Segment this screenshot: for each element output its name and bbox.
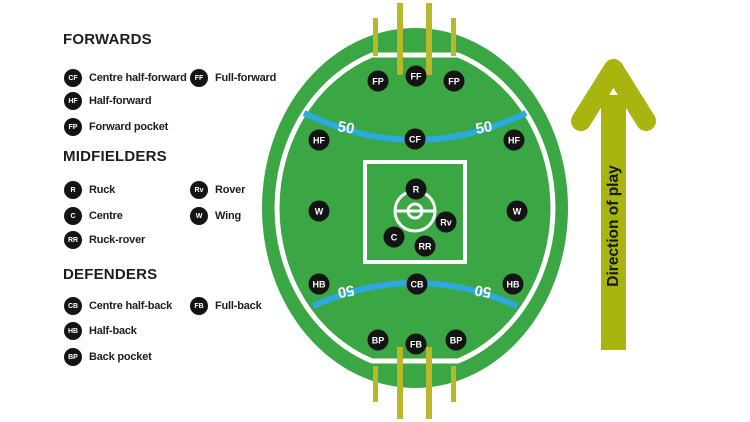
legend-item-cf: CF Centre half-forward: [64, 69, 187, 87]
goal-post-top-left: [397, 3, 403, 75]
field-marker-c: C: [383, 226, 405, 248]
legend-item-fp: FP Forward pocket: [64, 118, 168, 136]
legend-item-c: C Centre: [64, 207, 123, 225]
behind-post-bottom-left: [373, 366, 378, 402]
legend-item-w: W Wing: [190, 207, 241, 225]
field-marker-bp-right: BP: [445, 329, 467, 351]
legend-item-hb: HB Half-back: [64, 322, 137, 340]
legend-badge-r: R: [64, 181, 82, 199]
legend-label-rv: Rover: [215, 184, 246, 196]
fifty-label-top-right: 50: [474, 118, 494, 138]
field-marker-hf-right: HF: [503, 129, 525, 151]
legend-title-defenders: DEFENDERS: [63, 266, 158, 283]
legend-label-rr: Ruck-rover: [89, 234, 146, 246]
legend-badge-fb: FB: [190, 297, 208, 315]
behind-post-top-left: [373, 18, 378, 56]
field-marker-cb: CB: [406, 273, 428, 295]
field-marker-w-left: W: [308, 200, 330, 222]
goal-post-top-right: [426, 3, 432, 75]
behind-post-top-right: [451, 18, 456, 56]
field-marker-fp-right: FP: [443, 70, 465, 92]
field-marker-fp-left: FP: [367, 70, 389, 92]
direction-arrow-head: [571, 59, 656, 131]
field-marker-cf: CF: [404, 128, 426, 150]
field-marker-fb: FB: [405, 333, 427, 355]
legend-badge-ff: FF: [190, 69, 208, 87]
legend-badge-bp: BP: [64, 348, 82, 366]
legend-title-midfielders: MIDFIELDERS: [63, 148, 167, 165]
legend-item-rv: Rv Rover: [190, 181, 245, 199]
legend-item-rr: RR Ruck-rover: [64, 231, 145, 249]
legend-badge-hb: HB: [64, 322, 82, 340]
field-marker-r: R: [405, 178, 427, 200]
direction-of-play-label: Direction of play: [605, 165, 622, 287]
legend-label-ff: Full-forward: [215, 72, 277, 84]
centre-square: [363, 160, 467, 264]
legend-badge-c: C: [64, 207, 82, 225]
legend-badge-fp: FP: [64, 118, 82, 136]
fifty-label-bottom-left: 50: [336, 281, 356, 301]
legend-label-fb: Full-back: [215, 300, 262, 312]
legend-item-ff: FF Full-forward: [190, 69, 276, 87]
legend-label-c: Centre: [89, 210, 123, 222]
field-marker-hb-left: HB: [308, 273, 330, 295]
legend-title-forwards: FORWARDS: [63, 31, 152, 48]
legend-label-w: Wing: [215, 210, 241, 222]
legend-label-cf: Centre half-forward: [89, 72, 187, 84]
field-marker-w-right: W: [506, 200, 528, 222]
legend-label-fp: Forward pocket: [89, 121, 169, 133]
legend-badge-rv: Rv: [190, 181, 208, 199]
legend-label-hf: Half-forward: [89, 95, 152, 107]
legend-badge-w: W: [190, 207, 208, 225]
legend-item-hf: HF Half-forward: [64, 92, 152, 110]
legend-badge-rr: RR: [64, 231, 82, 249]
field-marker-rv: Rv: [435, 211, 457, 233]
field-marker-bp-left: BP: [367, 329, 389, 351]
legend-label-bp: Back pocket: [89, 351, 152, 363]
field-marker-rr: RR: [414, 235, 436, 257]
field-marker-hf-left: HF: [308, 129, 330, 151]
behind-post-bottom-right: [451, 366, 456, 402]
legend-badge-cf: CF: [64, 69, 82, 87]
legend-item-fb: FB Full-back: [190, 297, 262, 315]
fifty-label-top-left: 50: [336, 118, 356, 138]
fifty-label-bottom-right: 50: [473, 281, 493, 301]
legend-item-cb: CB Centre half-back: [64, 297, 172, 315]
legend-label-hb: Half-back: [89, 325, 137, 337]
legend-label-r: Ruck: [89, 184, 116, 196]
legend-item-bp: BP Back pocket: [64, 348, 152, 366]
boundary-line: [274, 52, 556, 364]
goal-post-bottom-right: [426, 347, 432, 419]
field-marker-ff: FF: [405, 65, 427, 87]
goal-post-bottom-left: [397, 347, 403, 419]
legend-label-cb: Centre half-back: [89, 300, 172, 312]
legend-item-r: R Ruck: [64, 181, 115, 199]
field-marker-hb-right: HB: [502, 273, 524, 295]
legend-badge-hf: HF: [64, 92, 82, 110]
direction-arrow-shaft: [601, 95, 626, 350]
legend-badge-cb: CB: [64, 297, 82, 315]
